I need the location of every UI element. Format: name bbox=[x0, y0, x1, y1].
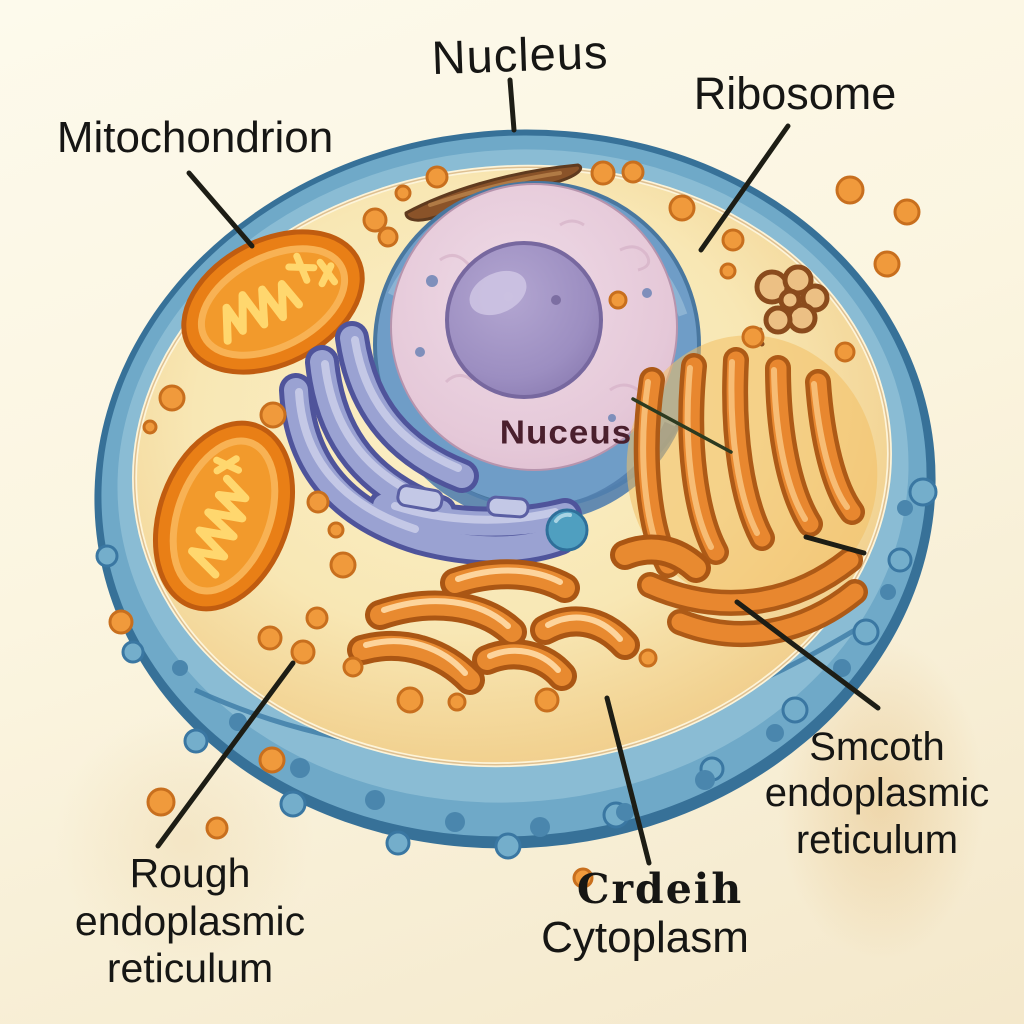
cytoplasm-label: Cytoplasm bbox=[541, 913, 749, 962]
nucleolus bbox=[445, 241, 603, 399]
mitochondrion-label: Mitochondrion bbox=[56, 113, 334, 162]
nucleus-to-er-line bbox=[631, 397, 733, 454]
rough-er-label-line2: endoplasmic bbox=[74, 897, 306, 944]
smooth-er-label-line2: endoplasmic bbox=[764, 771, 990, 816]
golgi-apparatus bbox=[279, 321, 582, 566]
cytoplasm-leader-line bbox=[604, 695, 652, 866]
smooth-er-leader-line bbox=[734, 599, 881, 711]
rough-er-label: Rough endoplasmic reticulum bbox=[15, 850, 365, 993]
nuclear-specks bbox=[415, 275, 652, 422]
ribosome-dots bbox=[142, 160, 856, 774]
rough-er-label-line1: Rough bbox=[129, 850, 251, 896]
rough-er-leader-line bbox=[155, 660, 296, 849]
extracellular-vesicles bbox=[108, 175, 921, 889]
smooth-er-pointer-line bbox=[803, 534, 867, 556]
nucleus bbox=[373, 181, 701, 523]
cytoplasm-scribble-label: Crdeih bbox=[576, 865, 744, 913]
ribosome-leader-line bbox=[698, 123, 791, 253]
smooth-er-label: Smcoth endoplasmic reticulum bbox=[722, 724, 1024, 863]
er-sacs bbox=[347, 534, 711, 695]
mitochondrion-2 bbox=[152, 420, 296, 612]
nucleus-label: Nucleus bbox=[430, 24, 610, 85]
nucleus-inner-label: Nuceus bbox=[499, 413, 633, 452]
membrane-knobs bbox=[95, 477, 938, 860]
mitochondrion-leader-line bbox=[186, 170, 255, 249]
blue-vesicle bbox=[545, 508, 589, 552]
mitochondrion-1 bbox=[181, 229, 365, 375]
membrane-studs bbox=[172, 500, 913, 837]
smooth-er-label-line3: reticulum bbox=[795, 817, 959, 862]
ribosome-label: Ribosome bbox=[693, 68, 897, 119]
smooth-er-label-line1: Smcoth bbox=[809, 725, 945, 769]
vesicle-cluster bbox=[754, 264, 830, 347]
rough-er-label-line3: reticulum bbox=[106, 945, 274, 992]
nucleus-leader-line bbox=[507, 77, 517, 133]
